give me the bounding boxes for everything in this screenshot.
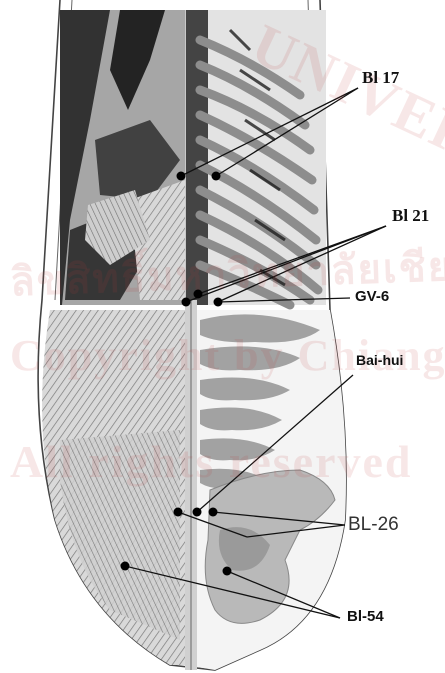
point-bl26-right [209,508,218,517]
label-bai-hui: Bai-hui [356,352,403,368]
point-bl17-right [212,172,221,181]
label-bl17: Bl 17 [362,68,399,88]
point-bl54-right [223,567,232,576]
point-bl54-left [121,562,130,571]
point-bl26-left [174,508,183,517]
point-bl17-left [177,172,186,181]
point-baihui [193,508,202,517]
label-bl54: Bl-54 [347,608,384,625]
watermark-rights: All rights reserved [10,435,413,488]
label-bl21: Bl 21 [392,206,429,226]
label-bl26: BL-26 [348,514,399,536]
label-gv6: GV-6 [355,288,389,305]
